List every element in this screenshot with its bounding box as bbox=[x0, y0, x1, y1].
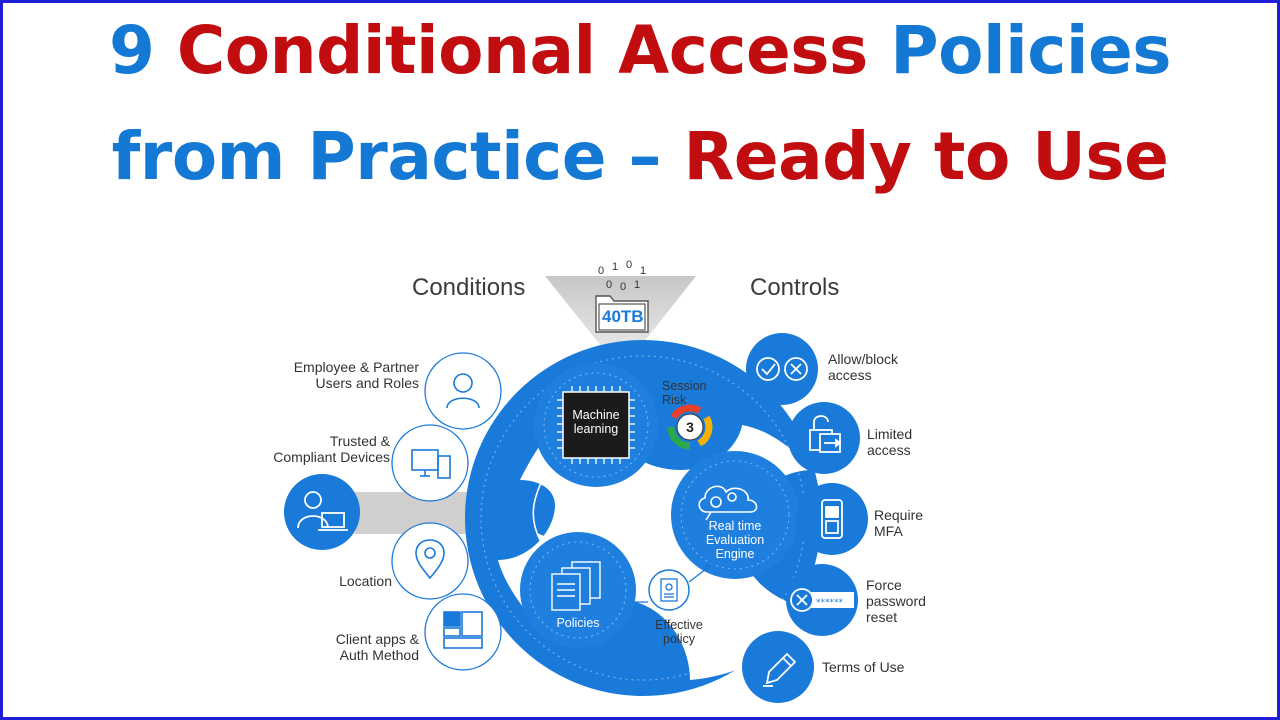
label-line: Compliant Devices bbox=[273, 449, 390, 465]
phone-icon bbox=[821, 499, 843, 539]
binary-digit: 0 bbox=[626, 259, 633, 271]
label-line: access bbox=[828, 367, 872, 383]
condition-users bbox=[424, 352, 502, 430]
control-require-mfa-label: Require MFA bbox=[874, 507, 923, 539]
devices-icon bbox=[411, 449, 451, 479]
location-pin-icon bbox=[415, 539, 445, 580]
label-line: MFA bbox=[874, 523, 903, 539]
policies-label: Policies bbox=[556, 616, 600, 630]
binary-digit: 1 bbox=[640, 265, 647, 277]
label-line: Evaluation bbox=[705, 533, 765, 547]
control-force-reset: ****** bbox=[786, 564, 858, 636]
label-line: Engine bbox=[715, 547, 755, 561]
folder-icon bbox=[595, 295, 649, 333]
client-apps-icon bbox=[443, 611, 483, 649]
condition-devices-label: Trusted & Compliant Devices bbox=[230, 433, 390, 465]
label-line: Auth Method bbox=[339, 647, 419, 663]
documents-icon bbox=[551, 561, 601, 611]
condition-user-primary bbox=[284, 474, 360, 550]
password-reset-icon: ****** bbox=[790, 588, 854, 612]
svg-text:******: ****** bbox=[816, 598, 844, 608]
label-line: Trusted & bbox=[329, 433, 390, 449]
control-limited-access bbox=[788, 402, 860, 474]
label-line: Risk bbox=[662, 393, 687, 407]
control-allow-block bbox=[746, 333, 818, 405]
control-limited-access-label: Limited access bbox=[867, 426, 912, 458]
session-risk-gauge bbox=[667, 404, 713, 450]
label-line: learning bbox=[573, 422, 619, 436]
label-line: Require bbox=[874, 507, 924, 523]
condition-location-label: Location bbox=[339, 573, 392, 589]
machine-learning-label: Machine learning bbox=[566, 408, 626, 436]
page-title-line-1: 9 Conditional Access Policies bbox=[0, 12, 1280, 89]
user-icon bbox=[446, 373, 480, 409]
title-segment: Conditional Access bbox=[176, 12, 891, 89]
data-volume-label: 40TB bbox=[602, 307, 644, 326]
label-line: password bbox=[866, 593, 926, 609]
controls-header: Controls bbox=[750, 274, 840, 301]
effective-policy-label: Effective policy bbox=[645, 618, 713, 646]
binary-digit: 0 bbox=[606, 279, 613, 291]
binary-digit: 1 bbox=[612, 261, 619, 273]
binary-digit: 0 bbox=[620, 281, 627, 293]
control-allow-block-label: Allow/block access bbox=[828, 351, 898, 383]
label-line: Machine bbox=[572, 408, 620, 422]
evaluation-engine-node bbox=[671, 451, 799, 579]
label-line: Session bbox=[662, 379, 707, 393]
label-line: Allow/block bbox=[828, 351, 899, 367]
label-line: Force bbox=[866, 577, 902, 593]
risk-value: 3 bbox=[686, 419, 694, 435]
binary-digit: 1 bbox=[634, 279, 641, 291]
label-line: access bbox=[867, 442, 911, 458]
label-line: Limited bbox=[867, 426, 913, 442]
condition-client-apps bbox=[424, 593, 502, 671]
control-terms-of-use-label: Terms of Use bbox=[822, 659, 905, 675]
title-segment: Policies bbox=[890, 12, 1172, 89]
condition-devices bbox=[391, 424, 469, 502]
allow-block-icon bbox=[756, 357, 808, 381]
clipboard-icon bbox=[660, 578, 678, 602]
ml-policies-arrow bbox=[532, 469, 549, 541]
pen-icon bbox=[763, 652, 797, 687]
control-terms-of-use bbox=[742, 631, 814, 703]
conditions-header: Conditions bbox=[412, 274, 526, 301]
condition-client-apps-label: Client apps & Auth Method bbox=[300, 631, 419, 663]
label-line: reset bbox=[866, 609, 898, 625]
binary-digit: 0 bbox=[598, 265, 605, 277]
label-line: policy bbox=[663, 632, 695, 646]
condition-users-label: Employee & Partner Users and Roles bbox=[250, 359, 419, 391]
user-laptop-icon bbox=[297, 491, 348, 531]
engine-label: Real time Evaluation Engine bbox=[690, 519, 780, 561]
label-line: Effective bbox=[655, 618, 703, 632]
session-risk-label: Session Risk bbox=[662, 379, 706, 407]
lock-icon bbox=[809, 415, 842, 453]
chip-icon bbox=[557, 386, 635, 464]
control-force-reset-label: Force password reset bbox=[866, 577, 926, 625]
label-line: Users and Roles bbox=[315, 375, 420, 391]
cloud-gears-icon bbox=[698, 485, 758, 521]
label-line: Real time bbox=[708, 519, 762, 533]
label-line: Client apps & bbox=[335, 631, 419, 647]
label-line: Employee & Partner bbox=[293, 359, 419, 375]
title-segment: from Practice – bbox=[111, 118, 684, 195]
title-segment: Ready to Use bbox=[683, 118, 1169, 195]
condition-location bbox=[391, 522, 469, 600]
page-title-line-2: from Practice – Ready to Use bbox=[0, 118, 1280, 195]
title-segment: 9 bbox=[108, 12, 177, 89]
control-require-mfa bbox=[796, 483, 868, 555]
